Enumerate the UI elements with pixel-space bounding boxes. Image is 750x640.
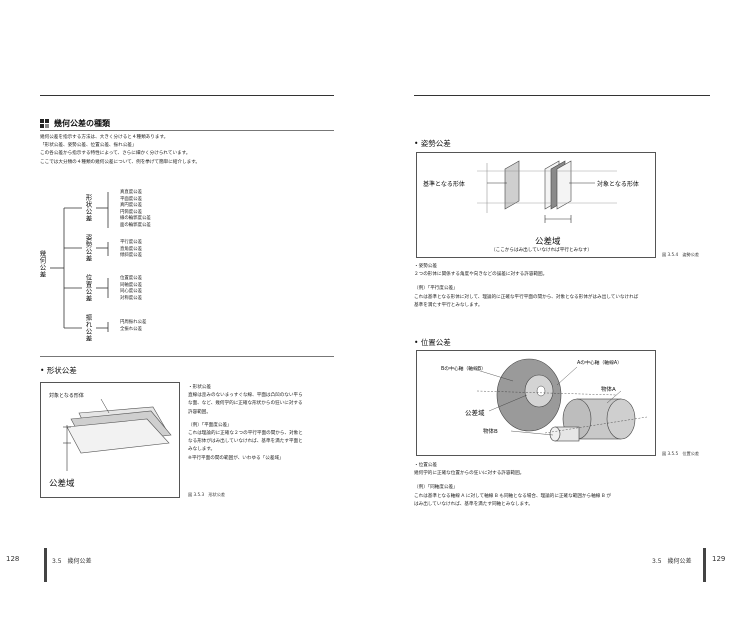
tree-lines xyxy=(50,192,109,332)
intro-line: ここでは大分類の４種類の幾何公差について、例を挙げて簡単に紹介します。 xyxy=(40,159,200,165)
position-figure: Bの中心軸（軸線B） Aの中心軸（軸線A） 物体A 公差域 物体B xyxy=(416,350,656,456)
shape-section-title: • 形状公差 xyxy=(40,366,77,375)
shape-figure: 対象となる形体 公差域 xyxy=(40,382,180,498)
position-caption: 図 3.5.5 位置公差 xyxy=(662,451,700,456)
tree-item: 同軸度公差 xyxy=(120,282,142,288)
tolerance-tree: 幾何公差 形状公差 姿勢公差 位置公差 振れ公差 真直度公差 平面度公差 真円度… xyxy=(38,188,198,348)
tree-item: 傾斜度公差 xyxy=(120,253,142,259)
position-text-line: ・位置公差 xyxy=(414,463,437,468)
position-zone-label: 公差域 xyxy=(465,409,485,417)
tree-item: 直角度公差 xyxy=(120,246,142,252)
tree-item: 円筒度公差 xyxy=(120,209,142,215)
left-mid-rule xyxy=(40,356,334,357)
tree-items-attitude: 平行度公差 直角度公差 傾斜度公差 xyxy=(120,240,142,260)
attitude-section-title: • 姿勢公差 xyxy=(414,139,451,148)
shape-target-label: 対象となる形体 xyxy=(49,393,84,399)
shape-zone-label: 公差域 xyxy=(49,479,75,489)
tree-item: 同心度公差 xyxy=(120,289,142,295)
tree-item: 真直度公差 xyxy=(120,190,142,195)
intro-line: 「形状公差、姿勢公差、位置公差、振れ公差」 xyxy=(40,143,137,149)
position-figure-drawing xyxy=(476,358,648,442)
shape-text: ・形状公差 直線は歪みのないまっすぐな線、平面は凸凹のない平ら な面、など、幾何… xyxy=(188,384,303,463)
tree-group-shape: 形状公差 xyxy=(84,194,92,222)
tree-items-position: 位置度公差 同軸度公差 同心度公差 対称度公差 xyxy=(120,276,142,302)
tree-group-attitude: 姿勢公差 xyxy=(84,234,92,262)
shape-example-head: （例）「平面度公差」 xyxy=(188,422,232,428)
position-example-line: はみ出していなければ、基準を満たす同軸とみなします。 xyxy=(414,501,533,507)
tree-item: 面の輪郭度公差 xyxy=(120,222,151,228)
right-top-rule xyxy=(414,95,710,96)
heading-text: 幾何公差の種類 xyxy=(54,119,110,128)
shape-text-line: 直線は歪みのないまっすぐな線、平面は凸凹のない平ら xyxy=(188,393,303,399)
position-text: ・位置公差 幾何学的に正確な位置からの狂いに対する許容範囲。 （例）「同軸度公差… xyxy=(414,462,611,509)
left-top-rule xyxy=(40,95,334,96)
position-axisA-label: Aの中心軸（軸線A） xyxy=(577,361,622,366)
right-chapter-label: 3.5 幾何公差 xyxy=(652,558,692,565)
attitude-caption: 図 3.5.4 姿勢公差 xyxy=(662,252,700,257)
position-text-line: 幾何学的に正確な位置からの狂いに対する許容範囲。 xyxy=(414,471,525,477)
position-bodyA-label: 物体A xyxy=(601,387,616,393)
heading-underline xyxy=(40,130,334,131)
position-example-line: これは基準となる軸線 A に対して軸線 B も同軸となる場合、理論的に正確な範囲… xyxy=(414,493,611,499)
shape-text-line: 許容範囲。 xyxy=(188,409,211,415)
shape-example-line: みなします。 xyxy=(188,447,216,453)
attitude-example-head: （例）「平行度公差」 xyxy=(414,286,458,292)
tree-items-runout: 円周振れ公差 全振れ公差 xyxy=(120,320,146,333)
tree-items-shape: 真直度公差 平面度公差 真円度公差 円筒度公差 線の輪郭度公差 面の輪郭度公差 xyxy=(120,190,151,230)
left-chapter-label: 3.5 幾何公差 xyxy=(52,558,92,565)
tree-item: 位置度公差 xyxy=(120,276,142,281)
shape-example-line: これは理論的に正確な２つの平行平面の間から、対象と xyxy=(188,431,303,437)
attitude-figure: 基準となる形体 対象となる形体 公差域 （ここからはみ出していなければ平行とみな… xyxy=(416,152,656,258)
attitude-zone-note: （ここからはみ出していなければ平行とみなす） xyxy=(491,248,592,253)
tree-item: 平行度公差 xyxy=(120,240,142,245)
left-footer-bar xyxy=(44,548,47,582)
shape-example-line: ※平行平面の間の範囲が、いわゆる「公差域」 xyxy=(188,455,284,461)
attitude-text-line: ２つの形体に関係する角度や向きなどの誤差に対する許容範囲。 xyxy=(414,272,548,278)
position-axisB-label: Bの中心軸（軸線B） xyxy=(441,367,486,372)
shape-text-line: な面、など、幾何学的に正確な形状からの狂いに対する xyxy=(188,401,303,407)
shape-caption: 図 3.5.3 形状公差 xyxy=(188,492,226,497)
attitude-example-line: 基準を満たす平行とみなします。 xyxy=(414,302,483,308)
tree-group-runout: 振れ公差 xyxy=(84,314,92,342)
attitude-example-line: これは基準となる形体に対して、理論的に正確な平行平面の間から、対象となる形体がは… xyxy=(414,294,639,300)
attitude-figure-drawing xyxy=(477,160,617,223)
section-heading: 幾何公差の種類 xyxy=(40,118,110,129)
tree-item: 円周振れ公差 xyxy=(120,320,147,325)
attitude-zone-label: 公差域 xyxy=(535,237,561,247)
tree-item: 真円度公差 xyxy=(120,203,142,209)
right-page-number: 129 xyxy=(712,555,726,563)
attitude-target-label: 対象となる形体 xyxy=(597,181,639,188)
shape-example-line: なる形体がはみ出していなければ、基準を満たす平面と xyxy=(188,439,303,445)
tree-group-position: 位置公差 xyxy=(84,274,92,302)
intro-line: この各公差から指示する特性によって、さらに細かく分けられています。 xyxy=(40,151,191,157)
tree-item: 全振れ公差 xyxy=(120,326,142,332)
shape-text-line: ・形状公差 xyxy=(188,385,211,390)
intro-text: 幾何公差を指示する方法は、大きく分けると４種類あります。 「形状公差、姿勢公差、… xyxy=(40,134,200,167)
tree-root: 幾何公差 xyxy=(38,250,46,278)
right-footer-bar xyxy=(703,548,706,582)
attitude-text: ・姿勢公差 ２つの形体に関係する角度や向きなどの誤差に対する許容範囲。 （例）「… xyxy=(414,263,638,310)
intro-line: 幾何公差を指示する方法は、大きく分けると４種類あります。 xyxy=(40,135,169,140)
position-section-title: • 位置公差 xyxy=(414,338,451,347)
tree-item: 平面度公差 xyxy=(120,196,142,202)
position-example-head: （例）「同軸度公差」 xyxy=(414,485,458,491)
attitude-text-line: ・姿勢公差 xyxy=(414,264,437,269)
tree-item: 線の輪郭度公差 xyxy=(120,216,151,222)
tree-item: 対称度公差 xyxy=(120,295,142,301)
shape-figure-drawing xyxy=(63,398,172,471)
position-bodyB-label: 物体B xyxy=(483,429,498,435)
attitude-datum-label: 基準となる形体 xyxy=(423,181,465,188)
heading-square-icon xyxy=(40,119,49,128)
left-page-number: 128 xyxy=(6,555,20,563)
